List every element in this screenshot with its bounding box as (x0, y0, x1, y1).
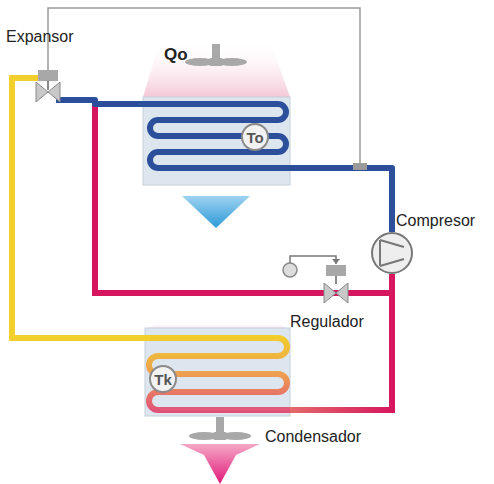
component-label: Condensador (265, 428, 361, 446)
sensor-label: Tk (154, 372, 172, 387)
temperature-sensor: To (241, 123, 269, 151)
sensor-label: To (246, 130, 263, 145)
component-label: Expansor (6, 28, 74, 46)
heat-label: Qo (164, 46, 188, 65)
component-label: Compresor (396, 212, 475, 230)
temperature-sensor: Tk (149, 365, 177, 393)
component-label: Regulador (290, 313, 364, 331)
